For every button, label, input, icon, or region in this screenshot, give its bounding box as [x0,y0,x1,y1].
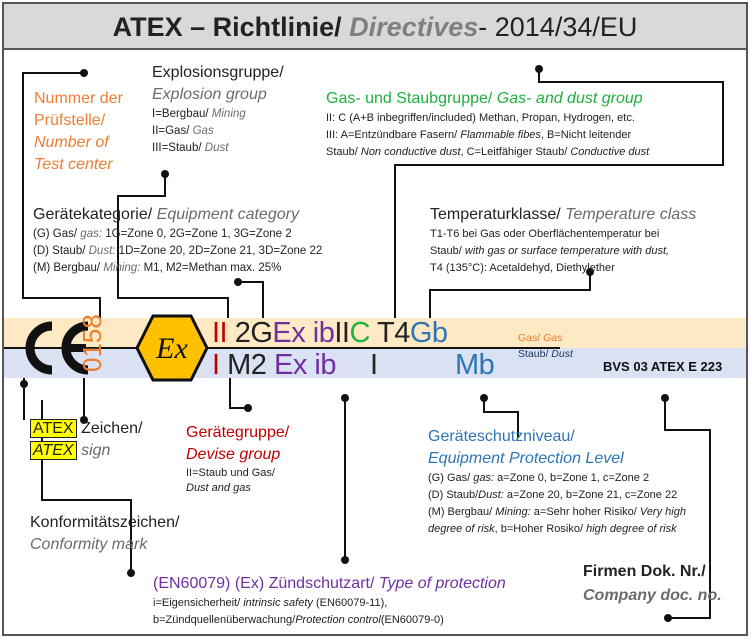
company-doc-de: Firmen Dok. Nr./ [583,563,706,580]
gas-label-de: Gas/ [518,332,541,344]
epl-l4: degree of risk, b=Hoher Rosiko/ high deg… [428,523,677,535]
explosion-group-title: Explosionsgruppe/ [152,64,284,81]
gas-protection: ib [312,317,335,349]
device-group-title: Gerätegruppe/ [186,424,290,441]
conformity-mark-de: Konformitätszeichen/ [30,514,180,531]
gas-label-en: Gas [543,332,563,344]
gas-marking-row: II 2GEx ibIIC T4Gb [212,318,448,348]
ex-hexagon-icon: Ex [135,314,209,382]
page-title: ATEX – Richtlinie/ Directives- 2014/34/E… [4,4,746,50]
dust-label-de: Staub/ [518,348,549,360]
company-doc-block: Firmen Dok. Nr./ Company doc. no. [583,560,722,608]
dust-protection: ib [314,349,336,381]
gas-label: Gas/ Gas [518,330,562,347]
company-doc-en: Company doc. no. [583,587,722,604]
gas-dust-group-l1: II: C (A+B inbegriffen/included) Methan,… [326,112,635,124]
equipment-category-l2: (D) Staub/ Dust: 1D=Zone 20, 2D=Zone 21,… [33,245,323,257]
dust-marking-row: I M2 Ex ib [212,350,336,380]
test-center-line2: Prüfstelle/ [34,112,106,129]
protection-type-l1: i=Eigensicherheit/ intrinsic safety (EN6… [153,597,388,609]
protection-type-title: (EN60079) (Ex) Zündschutzart/ Type of pr… [153,575,506,592]
equipment-category-l1: (G) Gas/ gas: 1G=Zone 0, 2G=Zone 1, 3G=Z… [33,228,292,240]
gas-category: 2G [234,317,273,349]
title-bold: ATEX – Richtlinie/ [112,12,342,42]
device-group-l1: II=Staub und Gas/ [186,467,275,479]
ex-symbol: Ex [155,332,188,365]
epl-block: Geräteschutzniveau/ Equipment Protection… [428,426,686,538]
dust-label: Staub/ Dust [518,348,573,360]
test-center-line1: Nummer der [34,90,123,107]
equipment-category-block: Gerätekategorie/ Equipment category (G) … [33,204,322,277]
dust-epl: Mb [455,349,495,381]
temperature-class-block: Temperaturklasse/ Temperature class T1-T… [430,204,696,277]
explosion-group-l3: III=Staub/ Dust [152,142,229,154]
explosion-group-block: Explosionsgruppe/ Explosion group I=Berg… [152,62,284,157]
epl-title-en: Equipment Protection Level [428,450,624,467]
atex-sign-block: ATEX Zeichen/ ATEX sign [30,418,142,462]
epl-l3: (M) Bergbau/ Mining: a=Sehr hoher Risiko… [428,506,686,518]
conformity-mark-en: Conformity mark [30,536,148,553]
ce-mark-icon [25,321,89,375]
temperature-class-l3: T4 (135°C): Acetaldehyd, Diethylether [430,262,615,274]
epl-l2: (D) Staub/Dust: a=Zone 20, b=Zone 21, c=… [428,489,678,501]
title-italic: Directives [349,12,479,42]
dust-gas-group: I [370,349,378,381]
gas-group-prefix: II [334,317,350,349]
gas-dust-group-block: Gas- und Staubgruppe/ Gas- and dust grou… [326,88,649,161]
test-center-label: Nummer der Prüfstelle/ Number of Test ce… [34,88,123,176]
atex-sign-line1: ATEX Zeichen/ [30,418,142,440]
explosion-group-l1: I=Bergbau/ Mining [152,108,246,120]
protection-type-l2: b=Zündquellenüberwachung/Protection cont… [153,614,444,626]
gas-band [4,318,746,348]
certificate-number: BVS 03 ATEX E 223 [603,359,723,374]
device-group-l2: Dust and gas [186,482,251,494]
gas-equipment-group: II [212,317,228,349]
temperature-class-l2: Staub/ with gas or surface temperature w… [430,245,670,257]
explosion-group-l2: II=Gas/ Gas [152,125,214,137]
explosion-group-title-en: Explosion group [152,86,267,103]
conformity-mark-block: Konformitätszeichen/ Conformity mark [30,512,179,556]
device-group-block: Gerätegruppe/ Devise group II=Staub und … [186,422,289,496]
test-center-line3: Number of [34,134,109,151]
gas-dust-group-l3: Staub/ Non conductive dust, C=Leitfähige… [326,146,650,158]
gas-ex: Ex [272,317,306,349]
equipment-category-title: Gerätekategorie/ Equipment category [33,206,299,223]
atex-sign-line2: ATEX sign [30,440,142,462]
gas-group: C [349,317,370,349]
title-rest: - 2014/34/EU [478,12,638,42]
temp-class: T4 [376,317,410,349]
epl-title: Geräteschutzniveau/ [428,428,575,445]
temperature-class-title: Temperaturklasse/ Temperature class [430,206,697,223]
device-group-title-en: Devise group [186,446,281,463]
gas-epl: Gb [409,317,448,349]
test-center-number: 0158 [77,314,107,372]
test-center-line4: Test center [34,156,113,173]
gas-dust-group-l2: III: A=Entzündbare Fasern/ Flammable fib… [326,129,632,141]
dust-ex: Ex [273,349,307,381]
epl-l1: (G) Gas/ gas: a=Zone 0, b=Zone 1, c=Zone… [428,472,650,484]
temperature-class-l1: T1-T6 bei Gas oder Oberflächentemperatur… [430,228,660,240]
dust-equipment-group: I [212,349,220,381]
dust-category: M2 [227,349,267,381]
dust-band [4,348,746,378]
equipment-category-l3: (M) Bergbau/ Mining: M1, M2=Methan max. … [33,262,282,274]
gas-dust-group-title: Gas- und Staubgruppe/ Gas- and dust grou… [326,90,643,107]
dust-label-en: Dust [551,348,573,360]
protection-type-block: (EN60079) (Ex) Zündschutzart/ Type of pr… [153,573,506,629]
